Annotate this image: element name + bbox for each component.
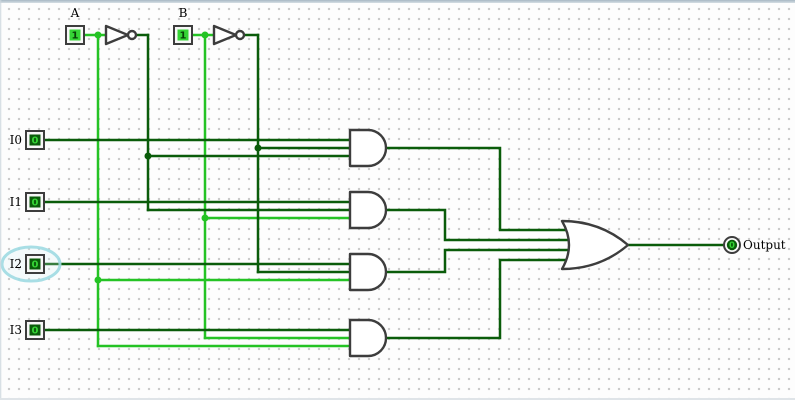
wire-junction	[201, 214, 209, 222]
window-top-edge	[0, 0, 795, 3]
and-gate-1[interactable]	[348, 128, 388, 168]
pin-i1-value: 0	[32, 198, 39, 209]
window-left-edge	[0, 0, 2, 400]
pin-i3-label: I3	[10, 323, 22, 337]
input-pin-i2[interactable]: 0	[25, 254, 45, 274]
input-pin-a[interactable]: 1	[65, 25, 85, 45]
pin-i0-label: I0	[10, 133, 22, 147]
wire-junction	[254, 144, 262, 152]
pin-i0-value: 0	[32, 136, 39, 147]
wire-and3-to-or	[384, 248, 587, 274]
not-gate-b[interactable]	[212, 24, 246, 46]
output-pin[interactable]: 0	[723, 236, 741, 254]
pin-i2-label: I2	[10, 257, 22, 271]
wire-junction	[94, 276, 102, 284]
and-gate-4[interactable]	[348, 318, 388, 358]
or-gate[interactable]	[560, 219, 630, 271]
wire-and4-to-or	[384, 258, 587, 340]
pin-b-label: B	[179, 6, 188, 20]
wire-junction	[94, 31, 102, 39]
input-pin-i0[interactable]: 0	[25, 130, 45, 150]
pin-a-label: A	[70, 6, 80, 20]
output-label: Output	[743, 238, 786, 252]
wire-and2-to-or	[384, 208, 587, 242]
pin-a-value: 1	[72, 31, 79, 42]
pin-i2-value: 0	[32, 260, 39, 271]
input-pin-i1[interactable]: 0	[25, 192, 45, 212]
pin-b-value: 1	[180, 31, 187, 42]
pin-i3-value: 0	[32, 326, 39, 337]
input-pin-i3[interactable]: 0	[25, 320, 45, 340]
output-pin-value: 0	[729, 241, 735, 251]
pin-i1-label: I1	[10, 195, 22, 209]
window-bottom-edge	[0, 398, 795, 400]
and-gate-2[interactable]	[348, 190, 388, 230]
wire-junction	[144, 152, 152, 160]
wire-and1-to-or	[384, 146, 587, 232]
input-pin-b[interactable]: 1	[173, 25, 193, 45]
and-gate-3[interactable]	[348, 252, 388, 292]
not-gate-a[interactable]	[104, 24, 138, 46]
wire-junction	[201, 31, 209, 39]
